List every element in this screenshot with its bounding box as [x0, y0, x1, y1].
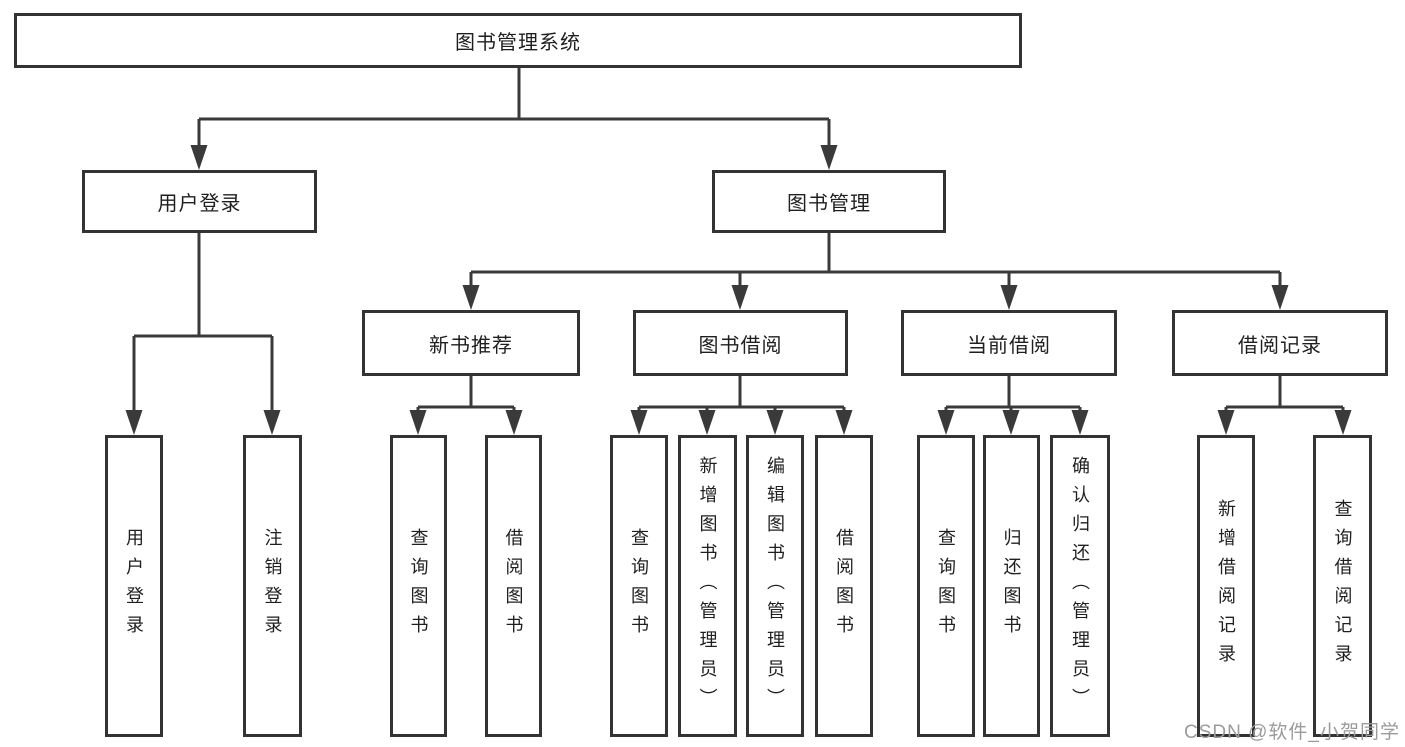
node-label: 查询借阅记录: [1332, 499, 1353, 673]
node-label: 借阅图书: [503, 528, 524, 644]
node-label: 新书推荐: [429, 334, 513, 357]
node-label: 当前借阅: [967, 334, 1051, 357]
leaf-query-books-current: 查询图书: [917, 435, 975, 737]
node-book-management: 图书管理: [712, 170, 946, 233]
node-label: 查询图书: [408, 528, 429, 644]
leaf-return-book: 归还图书: [983, 435, 1040, 737]
node-label: 借阅图书: [834, 528, 854, 644]
connector-userlogin-to-leaves: [125, 233, 281, 435]
node-user-login: 用户登录: [82, 170, 317, 233]
node-label: 图书借阅: [698, 334, 783, 357]
node-label: 新增图书（管理员）: [697, 455, 718, 717]
node-label: 注销登录: [262, 528, 283, 644]
node-library-management-system: 图书管理系统: [14, 13, 1022, 68]
leaf-add-borrow-record: 新增借阅记录: [1197, 435, 1255, 737]
node-label: 用户登录: [124, 528, 144, 644]
node-label: 图书管理: [787, 193, 871, 215]
node-label: 图书管理系统: [455, 32, 581, 54]
node-label: 新增借阅记录: [1216, 499, 1236, 673]
leaf-query-borrow-record: 查询借阅记录: [1313, 435, 1372, 737]
connector-newbook-to-leaves: [409, 376, 523, 435]
connector-currentborrow-to-leaves: [937, 376, 1089, 435]
node-borrowing-records: 借阅记录: [1172, 310, 1388, 376]
connector-bookmgmt-to-level3: [462, 233, 1289, 310]
leaf-borrow-books: 借阅图书: [815, 435, 873, 737]
node-label: 查询图书: [936, 528, 956, 644]
leaf-query-books-recommend: 查询图书: [390, 435, 447, 737]
leaf-confirm-return-admin: 确认归还（管理员）: [1050, 435, 1110, 737]
node-label: 用户登录: [157, 193, 242, 215]
leaf-query-books-borrow: 查询图书: [610, 435, 668, 737]
leaf-edit-book-admin: 编辑图书（管理员）: [746, 435, 804, 737]
connector-bookborrow-to-leaves: [630, 376, 853, 435]
leaf-add-book-admin: 新增图书（管理员）: [678, 435, 737, 737]
node-label: 编辑图书（管理员）: [765, 455, 785, 717]
connector-root-to-level2: [190, 68, 838, 170]
node-book-borrowing: 图书借阅: [633, 310, 848, 376]
node-current-borrowing: 当前借阅: [901, 310, 1117, 376]
csdn-watermark: CSDN @软件_小贺同学: [1184, 722, 1400, 743]
leaf-borrow-books-recommend: 借阅图书: [485, 435, 542, 737]
node-new-book-recommendation: 新书推荐: [362, 310, 580, 376]
node-label: 借阅记录: [1238, 334, 1322, 357]
node-label: 查询图书: [629, 528, 649, 644]
node-label: 归还图书: [1001, 528, 1022, 644]
leaf-user-login: 用户登录: [105, 435, 163, 737]
node-label: 确认归还（管理员）: [1070, 455, 1090, 717]
connector-borrowrecords-to-leaves: [1217, 376, 1352, 435]
leaf-logout: 注销登录: [243, 435, 302, 737]
